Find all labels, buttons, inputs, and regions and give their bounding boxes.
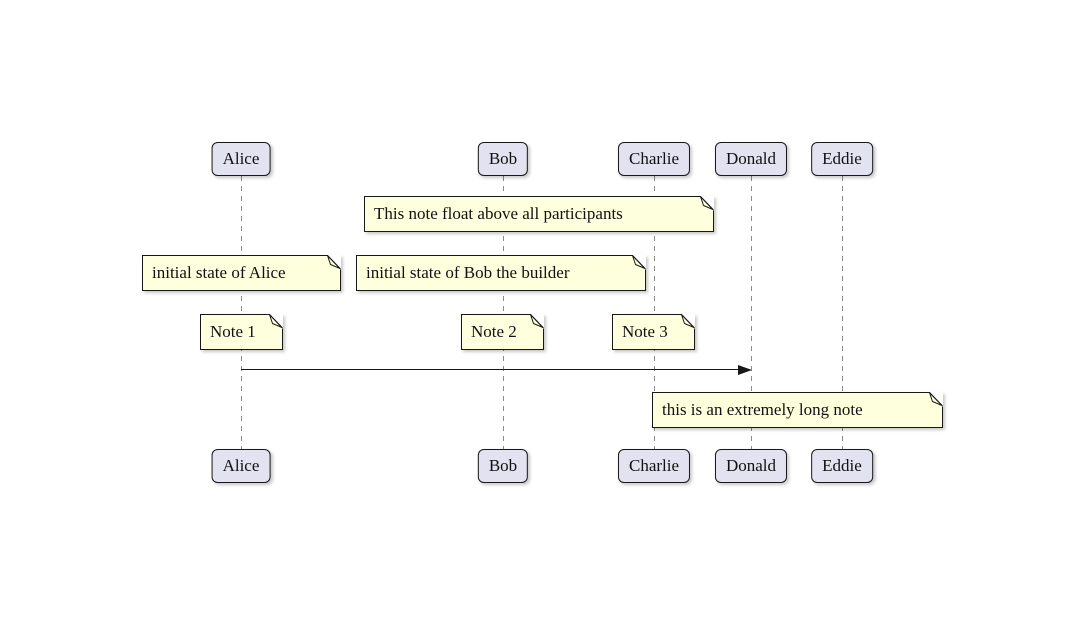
note-text: Note 1 — [210, 322, 256, 341]
participant-box-bob-bottom: Bob — [477, 449, 529, 483]
participant-box-eddie-top: Eddie — [811, 142, 873, 176]
participant-box-alice-bottom: Alice — [211, 449, 271, 483]
note-text: initial state of Bob the builder — [366, 263, 570, 282]
note-text: initial state of Alice — [152, 263, 286, 282]
participant-box-donald-bottom: Donald — [714, 449, 788, 483]
participant-box-charlie-bottom: Charlie — [617, 449, 691, 483]
lifeline-charlie — [654, 176, 655, 449]
note-fold-icon — [681, 314, 695, 329]
note-3: Note 3 — [612, 314, 695, 350]
note-fold-icon — [632, 255, 646, 270]
note-float-above: This note float above all participants — [364, 196, 714, 232]
note-alice-initial: initial state of Alice — [142, 255, 341, 291]
lifeline-donald — [751, 176, 752, 449]
note-text: this is an extremely long note — [662, 400, 863, 419]
lifeline-eddie — [842, 176, 843, 449]
lifeline-alice — [241, 176, 242, 449]
note-fold-icon — [929, 392, 943, 407]
note-fold-icon — [327, 255, 341, 270]
note-long: this is an extremely long note — [652, 392, 943, 428]
note-2: Note 2 — [461, 314, 544, 350]
note-bob-initial: initial state of Bob the builder — [356, 255, 646, 291]
participant-box-eddie-bottom: Eddie — [811, 449, 873, 483]
participant-box-donald-top: Donald — [714, 142, 788, 176]
message-arrowhead-icon — [738, 365, 752, 375]
note-text: Note 3 — [622, 322, 668, 341]
participant-box-bob-top: Bob — [477, 142, 529, 176]
note-fold-icon — [269, 314, 283, 329]
note-text: This note float above all participants — [374, 204, 623, 223]
note-fold-icon — [700, 196, 714, 211]
note-1: Note 1 — [200, 314, 283, 350]
participant-box-charlie-top: Charlie — [617, 142, 691, 176]
message-line-alice-to-donald — [241, 369, 739, 370]
participant-box-alice-top: Alice — [211, 142, 271, 176]
note-text: Note 2 — [471, 322, 517, 341]
note-fold-icon — [530, 314, 544, 329]
lifeline-bob — [503, 176, 504, 449]
